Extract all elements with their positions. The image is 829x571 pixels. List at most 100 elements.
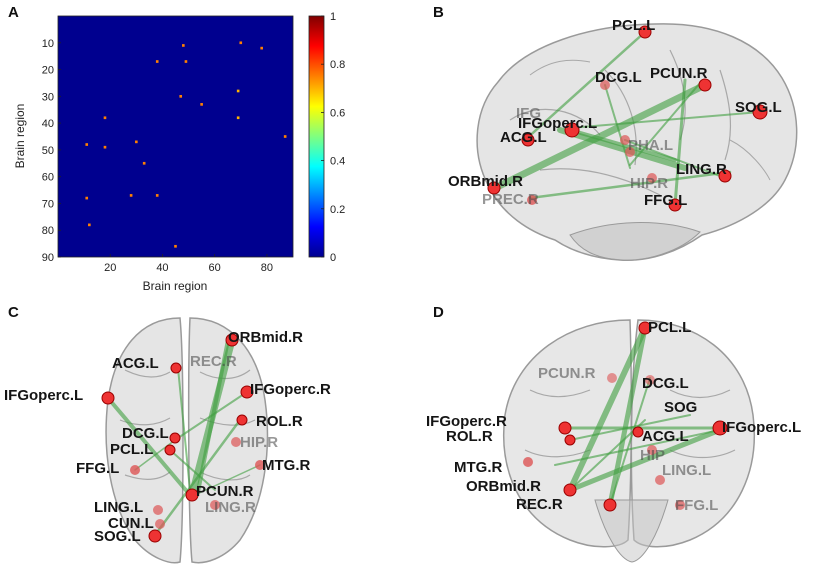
y-tick-label: 40	[42, 118, 54, 130]
heatmap-cell	[129, 194, 133, 197]
node	[240, 385, 254, 399]
node	[668, 198, 682, 212]
node-label: PREC.R	[482, 191, 539, 208]
node-label: LING.L	[94, 499, 143, 516]
heatmap-cell	[85, 196, 89, 200]
heatmap-cell	[239, 41, 243, 45]
node	[523, 457, 533, 467]
heatmap-cell	[85, 143, 89, 146]
node-label: REC.R	[516, 496, 563, 513]
node-label: ROL.R	[256, 413, 303, 430]
node	[607, 373, 617, 383]
node	[255, 460, 265, 470]
heatmap-cell	[283, 135, 287, 138]
node	[675, 500, 685, 510]
heatmap-cell	[155, 60, 159, 63]
brain-nodes	[523, 321, 728, 512]
node-label: DCG.L	[122, 425, 169, 442]
node-label: ORBmid.R	[448, 173, 523, 190]
heatmap-cell	[182, 44, 185, 47]
node	[527, 195, 537, 205]
heatmap-cell	[135, 140, 138, 144]
node-label: ACG.L	[642, 428, 689, 445]
node	[638, 25, 652, 39]
node	[225, 333, 239, 347]
y-tick-label: 70	[42, 198, 54, 210]
node	[558, 421, 572, 435]
node	[645, 375, 655, 385]
node-label: ACG.L	[500, 129, 547, 146]
node	[698, 78, 712, 92]
node-label: CUN.L	[108, 515, 154, 532]
node-label: PCL.L	[110, 441, 153, 458]
node-label: LING.R	[205, 499, 256, 516]
x-tick-label: 20	[104, 262, 116, 274]
node-label: MTG.R	[454, 459, 502, 476]
node-label: FFG.L	[675, 497, 718, 514]
node-label: FFG.L	[76, 460, 119, 477]
node	[620, 135, 630, 145]
node	[600, 80, 610, 90]
node-label: PCUN.R	[650, 65, 708, 82]
node	[148, 529, 162, 543]
heatmap-cell	[236, 89, 240, 93]
node-label: LING.R	[676, 161, 727, 178]
node	[521, 133, 535, 147]
node-label: FFG.L	[644, 192, 687, 209]
heatmap-cell	[88, 223, 91, 227]
node	[647, 173, 657, 183]
node-labels: PCL.L PCUN.R DCG.L SOG IFGoperc.R IFGope…	[426, 319, 801, 514]
brain-axial-panel: ORBmid.R ACG.L REC.R IFGoperc.L IFGoperc…	[4, 317, 331, 564]
node-label: IFG	[516, 105, 541, 122]
node-label: IFGoperc.L	[518, 115, 597, 132]
node-label: HIP.R	[630, 175, 668, 192]
x-axis-title: Brain region	[143, 279, 208, 293]
y-axis-title: Brain region	[13, 104, 27, 169]
node	[655, 475, 665, 485]
heatmap-cell	[155, 194, 159, 197]
node-label: IFGoperc.R	[250, 381, 331, 398]
node-label: PCUN.R	[538, 365, 596, 382]
node	[564, 122, 580, 138]
node	[170, 362, 182, 374]
node-label: LING.L	[662, 462, 711, 479]
node-label: HIP	[640, 447, 665, 464]
colorbar-tick-label: 1	[330, 11, 336, 23]
node-label: PCL.L	[648, 319, 691, 336]
node	[638, 321, 652, 335]
node-label: IFGoperc.L	[4, 387, 83, 404]
brain-surface	[476, 23, 798, 261]
x-tick-label: 60	[209, 262, 221, 274]
connectivity-edges	[106, 336, 261, 537]
node	[647, 445, 657, 455]
node	[603, 498, 617, 512]
node	[564, 434, 576, 446]
node-label: ROL.R	[446, 428, 493, 445]
heatmap-cell	[236, 116, 240, 120]
node-label: SOG.L	[94, 528, 141, 545]
node-labels: PCL.L DCG.L PCUN.R SOG.L IFGoperc.L ACG.…	[448, 17, 782, 209]
node-label: IFGoperc.R	[426, 413, 507, 430]
node	[169, 432, 181, 444]
y-tick-label: 30	[42, 91, 54, 103]
node	[752, 104, 768, 120]
node-label: ORBmid.R	[228, 329, 303, 346]
node	[632, 426, 644, 438]
heatmap-cell	[179, 94, 183, 98]
panel-letter-d: D	[433, 304, 444, 321]
x-tick-label: 40	[156, 262, 168, 274]
panel-letter-b: B	[433, 4, 444, 21]
node	[625, 147, 635, 157]
node-label: IFGoperc.L	[722, 419, 801, 436]
node	[563, 483, 577, 497]
heatmap-cell	[260, 46, 263, 50]
node	[236, 414, 248, 426]
heatmap-plot-area	[57, 15, 294, 258]
x-tick-label: 80	[261, 262, 273, 274]
colorbar-tick-label: 0.8	[330, 59, 345, 71]
heatmap-cell	[103, 145, 107, 149]
node	[210, 500, 220, 510]
panel-letter-c: C	[8, 304, 19, 321]
panel-letter-a: A	[8, 4, 19, 21]
